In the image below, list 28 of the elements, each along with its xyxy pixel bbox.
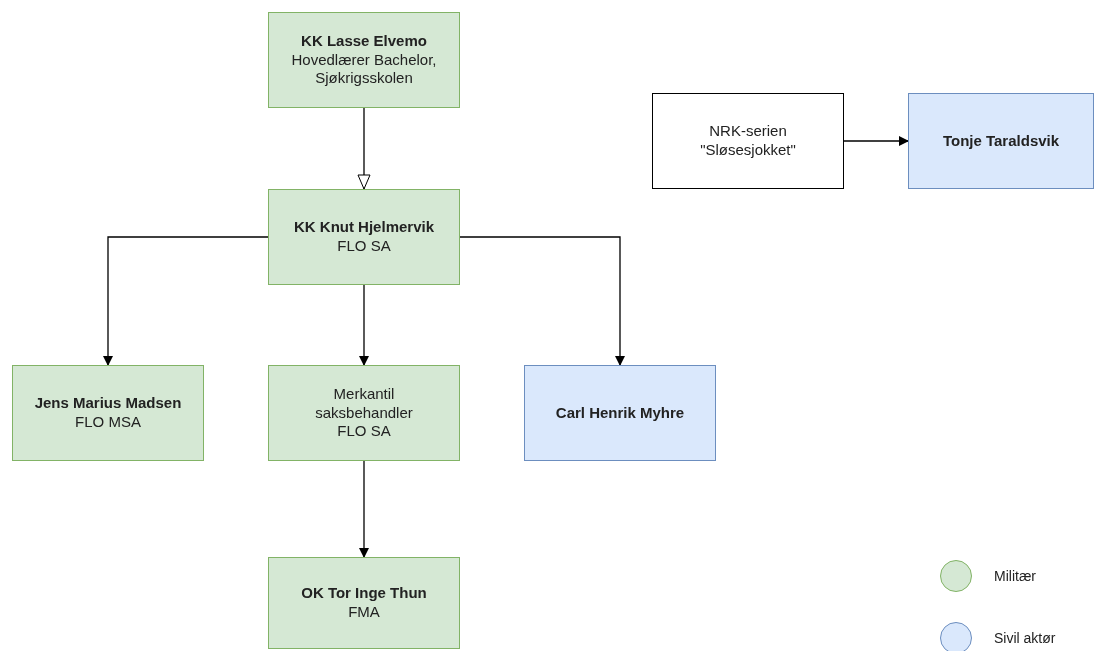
person-box	[268, 189, 460, 285]
arrow	[459, 236, 625, 366]
name-text: Carl Henrik Myhre	[555, 403, 685, 423]
arrow	[359, 460, 369, 558]
role-text: FMA	[348, 603, 380, 622]
name-text: Merkantil saksbehandler FLO SA	[314, 384, 414, 442]
name-text: KK Knut Hjelmervik	[293, 218, 434, 237]
name-text: KK Lasse Elvemo	[301, 31, 427, 51]
person-box	[652, 93, 844, 189]
legend-label: Sivil aktør	[994, 630, 1056, 646]
arrow	[359, 284, 369, 366]
name-text: OK Tor Inge Thun	[301, 584, 427, 603]
person-box	[268, 12, 460, 108]
arrow	[357, 107, 371, 190]
legend-label: Militær	[994, 568, 1036, 584]
person-box	[268, 557, 460, 649]
name-text: Tonje Taraldsvik	[942, 131, 1060, 151]
person-box	[908, 93, 1094, 189]
person-box	[524, 365, 716, 461]
person-box	[12, 365, 204, 461]
role-text: Hovedlærer Bachelor, Sjøkrigsskolen	[290, 50, 438, 89]
role-text: FLO SA	[337, 237, 391, 256]
arrow	[103, 236, 269, 366]
arrow	[843, 136, 909, 146]
person-box	[268, 365, 460, 461]
role-text: FLO MSA	[75, 413, 141, 432]
name-text: NRK-serien "Sløsesjokket"	[699, 122, 797, 160]
name-text: Jens Marius Madsen	[34, 394, 182, 413]
